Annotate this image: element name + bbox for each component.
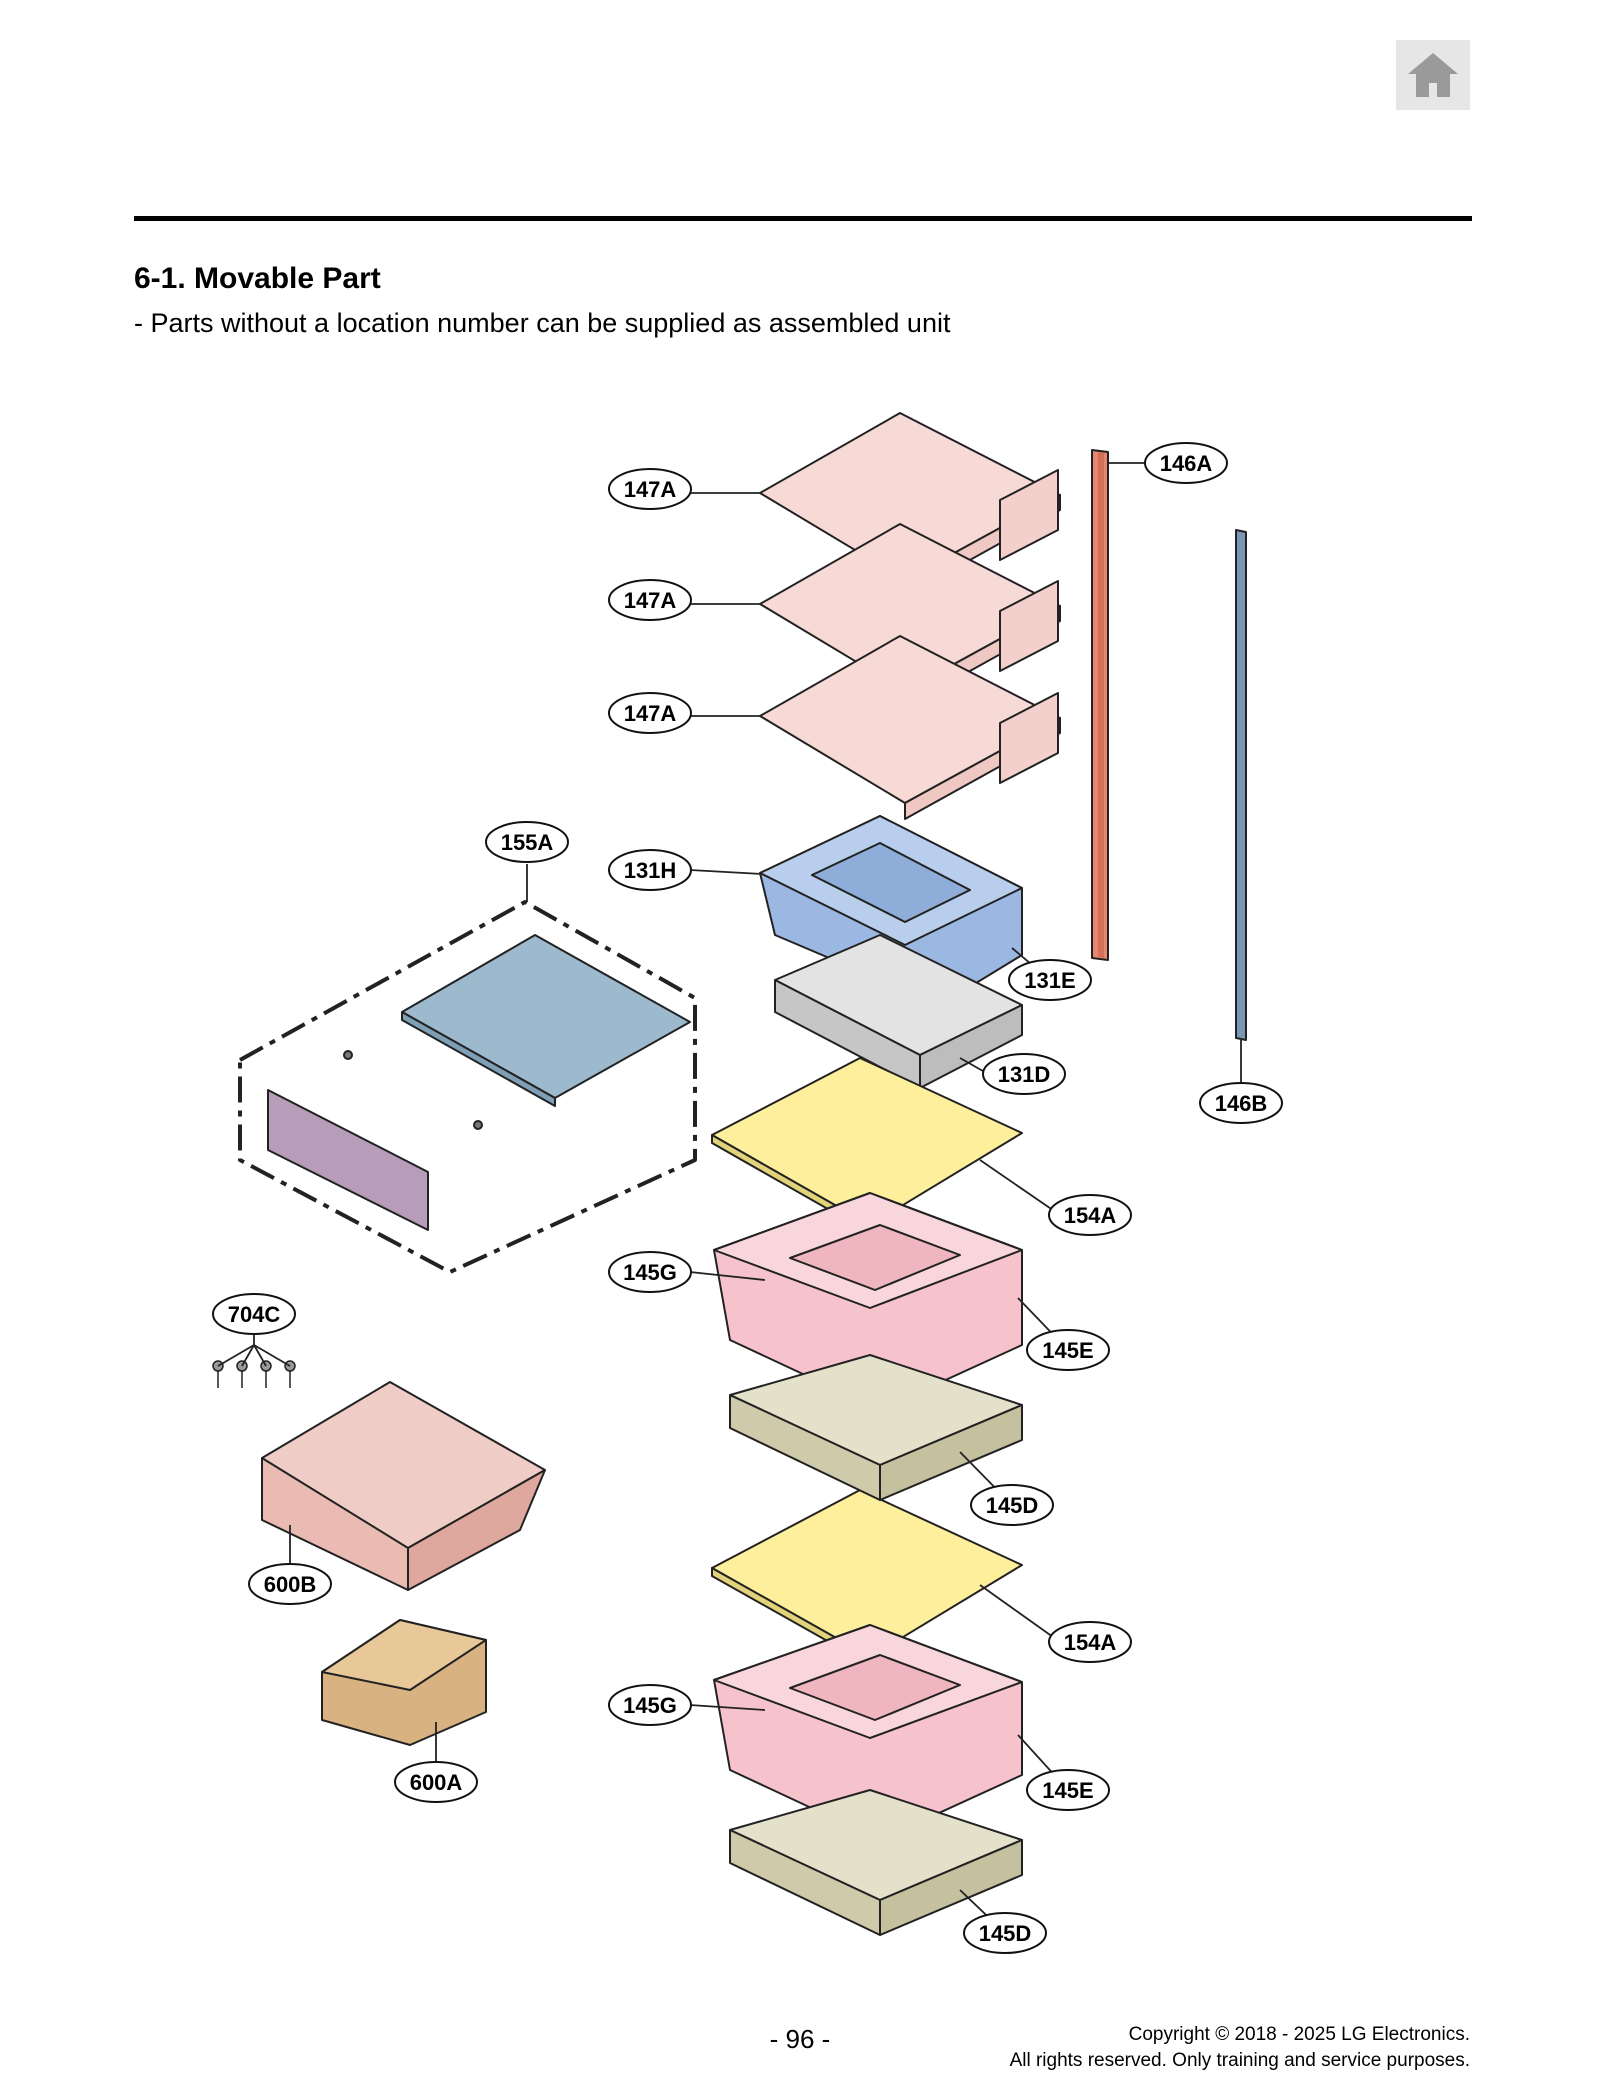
callout-label: 154A (1064, 1203, 1117, 1228)
callout-label: 131D (998, 1062, 1051, 1087)
copyright-notice: Copyright © 2018 - 2025 LG Electronics. … (1010, 2022, 1470, 2074)
fastener-dot (473, 1120, 483, 1130)
callout-label: 147A (624, 477, 677, 502)
callout-label: 131E (1024, 968, 1075, 993)
rail-146b (1235, 529, 1247, 1041)
callout-label: 154A (1064, 1630, 1117, 1655)
callout-131h: 131H (608, 849, 692, 891)
callout-label: 145E (1042, 1338, 1093, 1363)
callout-147a-1: 147A (608, 468, 692, 510)
callout-147a-2: 147A (608, 579, 692, 621)
callout-145g-1: 145G (608, 1251, 692, 1293)
drawer-145g-2 (713, 1624, 1023, 1841)
callout-label: 600B (264, 1572, 317, 1597)
callout-label: 131H (624, 858, 677, 883)
callout-600a: 600A (394, 1761, 478, 1803)
tray-131d (774, 934, 1023, 1089)
callout-label: 146A (1160, 451, 1213, 476)
glass-shelf-155a (401, 934, 691, 1107)
section-title: 6-1. Movable Part (134, 262, 381, 295)
callout-146b: 146B (1199, 1082, 1283, 1124)
callout-600b: 600B (248, 1563, 332, 1605)
callout-145e-2: 145E (1026, 1769, 1110, 1811)
callout-label: 600A (410, 1770, 463, 1795)
callout-131e: 131E (1008, 959, 1092, 1001)
assembly-boundary-155a (238, 900, 697, 1274)
callout-704c: 704C (212, 1293, 296, 1335)
callout-146a: 146A (1144, 442, 1228, 484)
callout-155a: 155A (485, 821, 569, 863)
home-icon (1408, 53, 1458, 97)
fastener-dot (343, 1050, 353, 1060)
callout-label: 146B (1215, 1091, 1268, 1116)
drawer-145g-1 (713, 1192, 1023, 1411)
header-rule (134, 216, 1472, 221)
callout-145g-2: 145G (608, 1684, 692, 1726)
callout-145d-1: 145D (970, 1484, 1054, 1526)
page-number: - 96 - (769, 2024, 831, 2054)
callout-154a-1: 154A (1048, 1194, 1132, 1236)
copyright-line-1: Copyright © 2018 - 2025 LG Electronics. (1128, 2024, 1470, 2045)
callout-label: 155A (501, 830, 554, 855)
tray-145d-1 (729, 1354, 1023, 1501)
callout-145e-1: 145E (1026, 1329, 1110, 1371)
assembly-600a (321, 1619, 487, 1746)
callout-154a-2: 154A (1048, 1621, 1132, 1663)
callout-label: 145D (986, 1493, 1039, 1518)
callout-label: 704C (228, 1302, 281, 1327)
screws-704c (212, 1360, 296, 1388)
shelf-147a-3 (759, 635, 1061, 820)
home-button[interactable] (1396, 40, 1470, 110)
callout-label: 147A (624, 588, 677, 613)
copyright-line-2: All rights reserved. Only training and s… (1009, 2050, 1470, 2071)
tray-145d-2 (729, 1789, 1023, 1936)
callout-145d-2: 145D (963, 1912, 1047, 1954)
callout-label: 145G (623, 1693, 677, 1718)
crisper-131h (759, 815, 1023, 1006)
front-panel-155a (267, 1089, 429, 1231)
callout-147a-3: 147A (608, 692, 692, 734)
callout-label: 147A (624, 701, 677, 726)
callout-label: 145D (979, 1921, 1032, 1946)
callout-label: 145E (1042, 1778, 1093, 1803)
section-note: - Parts without a location number can be… (134, 308, 951, 338)
callout-label: 145G (623, 1260, 677, 1285)
callout-131d: 131D (982, 1053, 1066, 1095)
bracket-600b (261, 1381, 546, 1591)
rail-146a (1091, 449, 1109, 961)
